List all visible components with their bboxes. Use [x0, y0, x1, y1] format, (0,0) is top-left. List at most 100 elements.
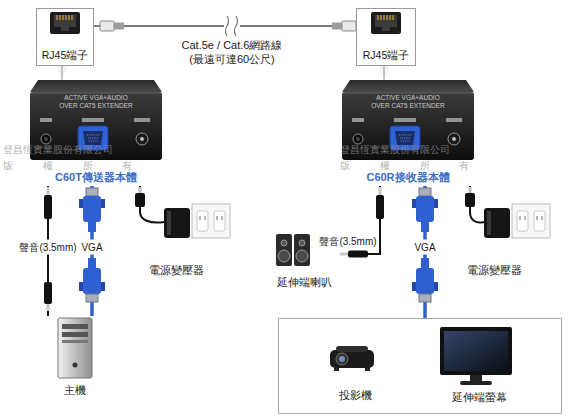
- host-computer: 主機: [40, 316, 110, 400]
- extender-device: [32, 93, 160, 94]
- power-plug: [135, 193, 145, 207]
- vga-plug: [419, 188, 431, 196]
- rj45-callout-left: [61, 27, 69, 31]
- cable-label: VGA: [413, 240, 436, 255]
- computer-illustration: [58, 318, 92, 378]
- speaker-illustration: [299, 240, 305, 246]
- monitor-illustration: [440, 327, 512, 375]
- computer-illustration: [62, 340, 88, 343]
- vga-plug: [412, 282, 416, 291]
- cable-break-mark: [224, 17, 240, 35]
- power-adapter-right: [512, 204, 550, 238]
- device-print: ACTIVE VGA+AUDIO OVER CAT5 EXTENDER: [368, 94, 448, 110]
- vga-plug: [101, 282, 105, 291]
- power-plug: [469, 187, 472, 193]
- watermark: 登昌恆實業股份有限公司: [3, 143, 113, 157]
- power-adapter-right: [484, 208, 510, 238]
- vga-plug: [88, 258, 96, 268]
- monitor-illustration: [444, 331, 508, 371]
- rj45-callout-right: [382, 27, 390, 31]
- projector-illustration: [330, 346, 374, 371]
- vga-plug: [101, 199, 105, 208]
- cable-break-mark: [224, 16, 240, 36]
- cable-break-mark: [226, 16, 229, 36]
- computer-illustration: [62, 324, 88, 329]
- watermark: 版 權 所 有: [3, 159, 132, 173]
- extender-device: [44, 137, 48, 141]
- extender-device: [136, 133, 148, 145]
- power-adapter-left: [214, 211, 225, 231]
- audio-plug: [348, 251, 368, 258]
- vga-plug: [83, 268, 101, 294]
- node-label: C60R接收器本體: [342, 171, 474, 184]
- projector: 投影機: [319, 337, 391, 407]
- vga-plug: [86, 294, 98, 302]
- callout-pointer: [62, 66, 63, 80]
- audio-plug: [47, 187, 50, 195]
- display-group: 投影機延伸端螢幕: [278, 318, 562, 414]
- vga-plug: [416, 196, 434, 222]
- power-plug: [465, 193, 475, 207]
- cable-label: 聲音(3.5mm): [318, 234, 377, 249]
- node-label: 電源變壓器: [456, 264, 532, 277]
- extender-device: [140, 137, 144, 141]
- audio-plug: [44, 195, 52, 219]
- power-adapter-right: [520, 216, 542, 220]
- speaker-illustration: [294, 234, 310, 266]
- power-adapter-right: [470, 212, 484, 223]
- node-label: 延伸端喇叭: [268, 276, 340, 289]
- rj45-callout-left: [54, 15, 76, 27]
- rj45-plug: [100, 21, 114, 31]
- power-adapter-right: [470, 204, 550, 238]
- rj45-callout-left: [36, 8, 94, 66]
- power-adapter-left: [140, 212, 164, 223]
- rj45-callout-left: [57, 15, 72, 20]
- connector-callout: RJ45端子: [36, 8, 94, 66]
- node-label: 主機: [40, 384, 110, 397]
- rj45-callout-right: [375, 15, 397, 27]
- power-adapter-left: [167, 211, 171, 235]
- vga-plug: [86, 188, 98, 196]
- power-adapter-right: [487, 211, 491, 235]
- power-adapter-left: [164, 208, 190, 238]
- extender-device: [83, 131, 103, 145]
- projector-illustration: [330, 350, 374, 368]
- speaker-illustration: [278, 250, 290, 262]
- projector-illustration: [339, 356, 345, 362]
- projector-illustration: [334, 368, 339, 371]
- rj45-plug: [332, 23, 342, 30]
- extender-device: [41, 134, 51, 144]
- vga-plug: [421, 222, 429, 232]
- monitor-illustration: [470, 375, 482, 381]
- rj45-plug: [114, 23, 124, 30]
- extender-device: [134, 118, 150, 122]
- vga-plug: [79, 199, 83, 208]
- monitor-illustration: [440, 327, 512, 385]
- rj45-callout-left: [50, 12, 80, 34]
- cable-label: Cat.5e / Cat.6網路線 (最遠可達60公尺): [173, 38, 291, 67]
- watermark: 版 權 所 有: [340, 159, 469, 173]
- speaker-illustration: [276, 234, 310, 266]
- rj45-callout-left: [36, 8, 94, 79]
- rj45-callout-right: [356, 8, 416, 66]
- extender-device: [87, 135, 99, 141]
- projector-illustration: [336, 346, 368, 352]
- vga-plug: [434, 282, 438, 291]
- monitor-illustration: [460, 381, 492, 385]
- cable-label: 聲音(3.5mm): [18, 240, 77, 255]
- node-label: 電源變壓器: [138, 264, 214, 277]
- callout-pointer: [384, 66, 385, 80]
- audio-plug: [47, 304, 50, 311]
- rj45-callout-right: [378, 66, 390, 79]
- watermark: 登昌恆實業股份有限公司: [340, 143, 450, 157]
- power-adapter-left: [192, 204, 230, 238]
- vga-plug: [434, 199, 438, 208]
- projector-illustration: [365, 368, 370, 371]
- rj45-callout-right: [356, 8, 416, 79]
- rj45-plug: [342, 21, 356, 31]
- node-label: 延伸端螢幕: [427, 391, 531, 404]
